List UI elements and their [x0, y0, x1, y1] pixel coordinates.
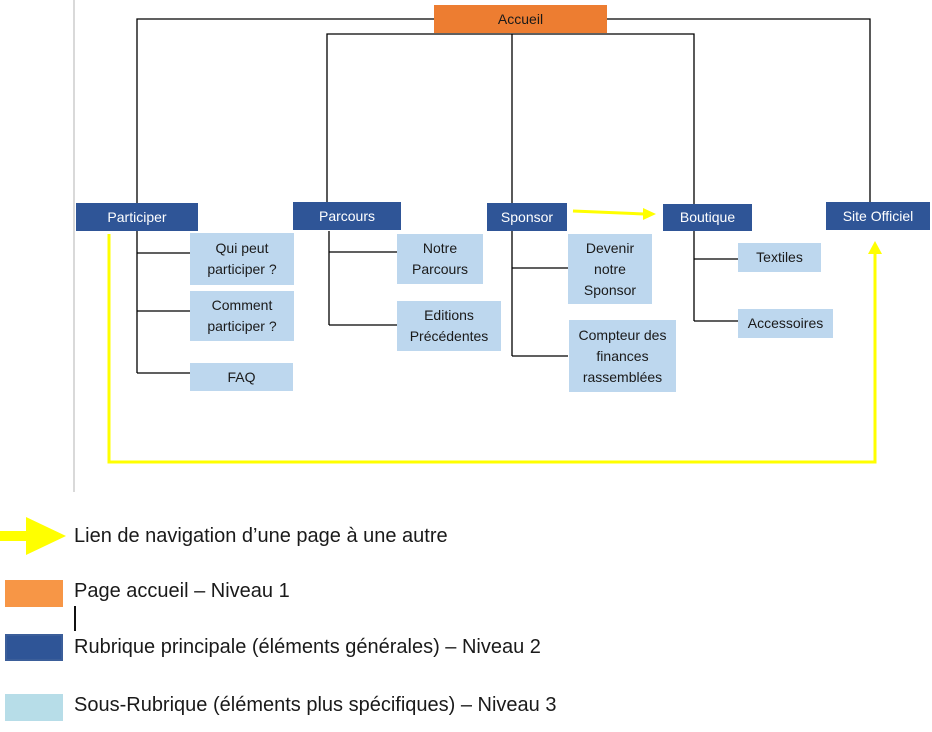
navigation-link-participer-site-officiel [107, 234, 877, 464]
sub-notre-parcours: Notre Parcours [397, 234, 483, 284]
sub-compteur-finances: Compteur des finances rassemblées [569, 320, 676, 392]
sub-notre-parcours-label: Notre Parcours [411, 240, 469, 277]
section-site-officiel: Site Officiel [826, 202, 930, 230]
connector-home-participer [136, 18, 434, 203]
text-cursor [74, 606, 76, 631]
section-parcours: Parcours [293, 202, 401, 230]
sub-compteur-finances-label: Compteur des finances rassemblées [578, 326, 667, 385]
yellow-arrow-icon [0, 517, 66, 555]
sub-editions-precedentes: Editions Précédentes [397, 301, 501, 351]
sub-accessoires-label: Accessoires [747, 315, 824, 331]
section-boutique: Boutique [663, 204, 752, 231]
legend-level3-text: Sous-Rubrique (éléments plus spécifiques… [74, 694, 557, 716]
sub-devenir-notre-sponsor: Devenir notre Sponsor [568, 234, 652, 304]
connector-lines [107, 18, 882, 464]
sub-editions-precedentes-label: Editions Précédentes [409, 307, 489, 344]
legend-level2-text: Rubrique principale (éléments générales)… [74, 636, 541, 658]
legend-level2-swatch [5, 634, 63, 661]
sub-faq-label: FAQ [227, 368, 256, 385]
sub-textiles: Textiles [738, 243, 821, 272]
section-sponsor: Sponsor [487, 203, 567, 231]
legend-level2-row: Rubrique principale (éléments générales)… [0, 634, 932, 674]
navigation-link-sponsor-boutique [572, 209, 645, 216]
legend-level1-swatch [5, 580, 63, 607]
arrowhead-site-officiel [868, 241, 882, 254]
sub-comment-participer-label: Comment participer ? [207, 297, 277, 334]
legend-navigation-row: Lien de navigation d’une page à une autr… [0, 515, 932, 555]
navigation-links [107, 209, 877, 464]
legend-navigation-text: Lien de navigation d’une page à une autr… [74, 525, 448, 547]
sub-qui-peut-participer-label: Qui peut participer ? [207, 240, 277, 277]
sub-qui-peut-participer: Qui peut participer ? [190, 233, 294, 285]
sub-devenir-notre-sponsor-label: Devenir notre Sponsor [583, 239, 637, 298]
page-divider [73, 0, 75, 492]
sub-accessoires: Accessoires [738, 309, 833, 338]
home-box: Accueil [434, 5, 607, 33]
legend-level1-row: Page accueil – Niveau 1 [0, 578, 932, 618]
home-label: Accueil [497, 10, 544, 27]
connector-home-parcours [326, 33, 695, 204]
connector-home-site-officiel [607, 18, 871, 202]
sub-faq: FAQ [190, 363, 293, 391]
section-site-officiel-label: Site Officiel [842, 207, 914, 224]
section-sponsor-label: Sponsor [500, 208, 554, 225]
section-participer: Participer [76, 203, 198, 231]
sub-comment-participer: Comment participer ? [190, 291, 294, 341]
legend-level3-row: Sous-Rubrique (éléments plus spécifiques… [0, 692, 932, 732]
legend-level3-swatch [5, 694, 63, 721]
arrowhead-boutique [643, 208, 656, 220]
section-parcours-label: Parcours [318, 207, 376, 224]
section-participer-label: Participer [107, 208, 167, 225]
sub-textiles-label: Textiles [756, 249, 803, 265]
section-boutique-label: Boutique [679, 209, 736, 225]
legend-level1-text: Page accueil – Niveau 1 [74, 580, 290, 602]
